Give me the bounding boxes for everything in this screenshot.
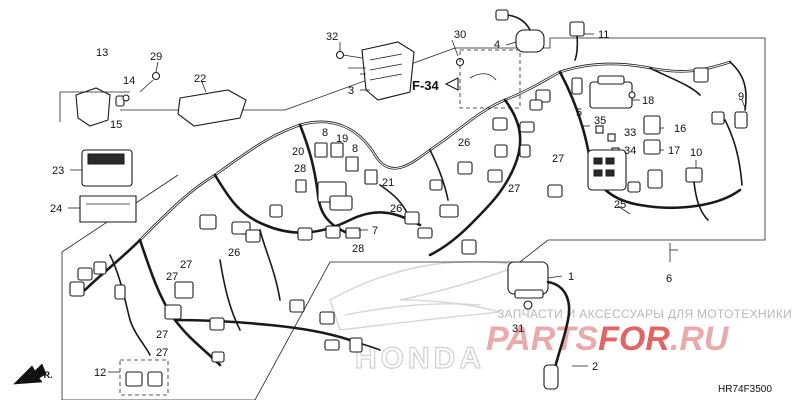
callout-numbers: 1 2 3 4 5 6 7 8 8 9 10 11 12 13 14 15 16… (50, 29, 744, 379)
callout-15: 15 (110, 119, 122, 131)
right-relays (595, 115, 661, 156)
callout-2: 2 (592, 361, 598, 373)
callout-31: 31 (512, 323, 524, 335)
callout-5: 5 (576, 107, 582, 119)
main-wire-harness (83, 60, 747, 367)
callout-27a: 27 (552, 153, 564, 165)
callout-27c: 27 (166, 271, 178, 283)
callout-27e: 27 (156, 329, 168, 341)
callout-26b: 26 (390, 203, 402, 215)
front-direction-arrow: FR. (13, 363, 53, 385)
callout-9: 9 (738, 91, 744, 103)
direction-label: FR. (38, 370, 53, 380)
callout-26c: 26 (228, 247, 240, 259)
callout-33: 33 (624, 127, 636, 139)
callout-34: 34 (624, 145, 636, 157)
callout-17: 17 (668, 145, 680, 157)
honda-watermark: HONDA (329, 260, 524, 376)
leader-lines (68, 33, 746, 373)
callout-4: 4 (494, 39, 500, 51)
callout-3: 3 (348, 85, 354, 97)
callout-32: 32 (326, 31, 338, 43)
svg-text:PARTSFOR.RU: PARTSFOR.RU (486, 320, 730, 358)
callout-30: 30 (454, 29, 466, 41)
callout-18: 18 (642, 95, 654, 107)
callout-28a: 28 (294, 163, 306, 175)
callout-16: 16 (674, 123, 686, 135)
callout-27f: 27 (156, 347, 168, 359)
bracket-12 (119, 359, 169, 396)
callout-10: 10 (690, 147, 702, 159)
honda-brand-text: HONDA (355, 342, 485, 375)
callout-23: 23 (52, 165, 64, 177)
callout-27d: 27 (180, 259, 192, 271)
top-sensor (495, 9, 585, 61)
callout-28b: 28 (352, 243, 364, 255)
callout-11: 11 (598, 29, 609, 41)
callout-27b: 27 (508, 183, 520, 195)
harness-assembly-frame (61, 37, 766, 400)
callout-14: 14 (123, 75, 135, 87)
cover-22 (177, 89, 247, 127)
callout-13: 13 (96, 47, 108, 59)
switch-assembly (59, 87, 130, 127)
callout-7: 7 (372, 225, 378, 237)
logo-tail: .RU (670, 320, 730, 358)
callout-8b: 8 (352, 143, 358, 155)
callout-35: 35 (594, 115, 606, 127)
fuse-box (589, 75, 636, 109)
callout-12: 12 (94, 367, 106, 379)
logo-main: PARTS (486, 320, 598, 358)
callout-26a: 26 (458, 137, 470, 149)
callout-22: 22 (194, 73, 206, 85)
f34-reference: F-34 (412, 49, 521, 109)
ground-terminals (685, 111, 748, 221)
ignition-coil (507, 261, 571, 390)
logo-accent: FOR (598, 320, 670, 358)
callout-6: 6 (666, 273, 672, 285)
control-module (335, 41, 465, 101)
reference-label: F-34 (412, 78, 440, 93)
callout-20: 20 (292, 146, 304, 158)
callout-1: 1 (568, 271, 574, 283)
relay-cluster (295, 142, 378, 239)
diagram-code: HR74F3500 (718, 384, 772, 395)
callout-29: 29 (150, 51, 162, 63)
watermark-caption: ЗАПЧАСТИ И АКСЕССУАРЫ ДЛЯ МОТОТЕХНИКИ (497, 307, 792, 321)
ecu-23 (81, 149, 133, 187)
callout-24: 24 (50, 203, 62, 215)
harness-connectors (69, 67, 725, 363)
callout-21: 21 (382, 177, 394, 189)
callout-25: 25 (614, 199, 626, 211)
rubber-24 (79, 195, 137, 223)
bolt-29 (139, 71, 161, 93)
callout-8a: 8 (322, 127, 328, 139)
callout-19: 19 (336, 133, 348, 145)
partsfor-logo: PARTSFOR.RU (486, 320, 730, 358)
junction-block (587, 149, 663, 193)
